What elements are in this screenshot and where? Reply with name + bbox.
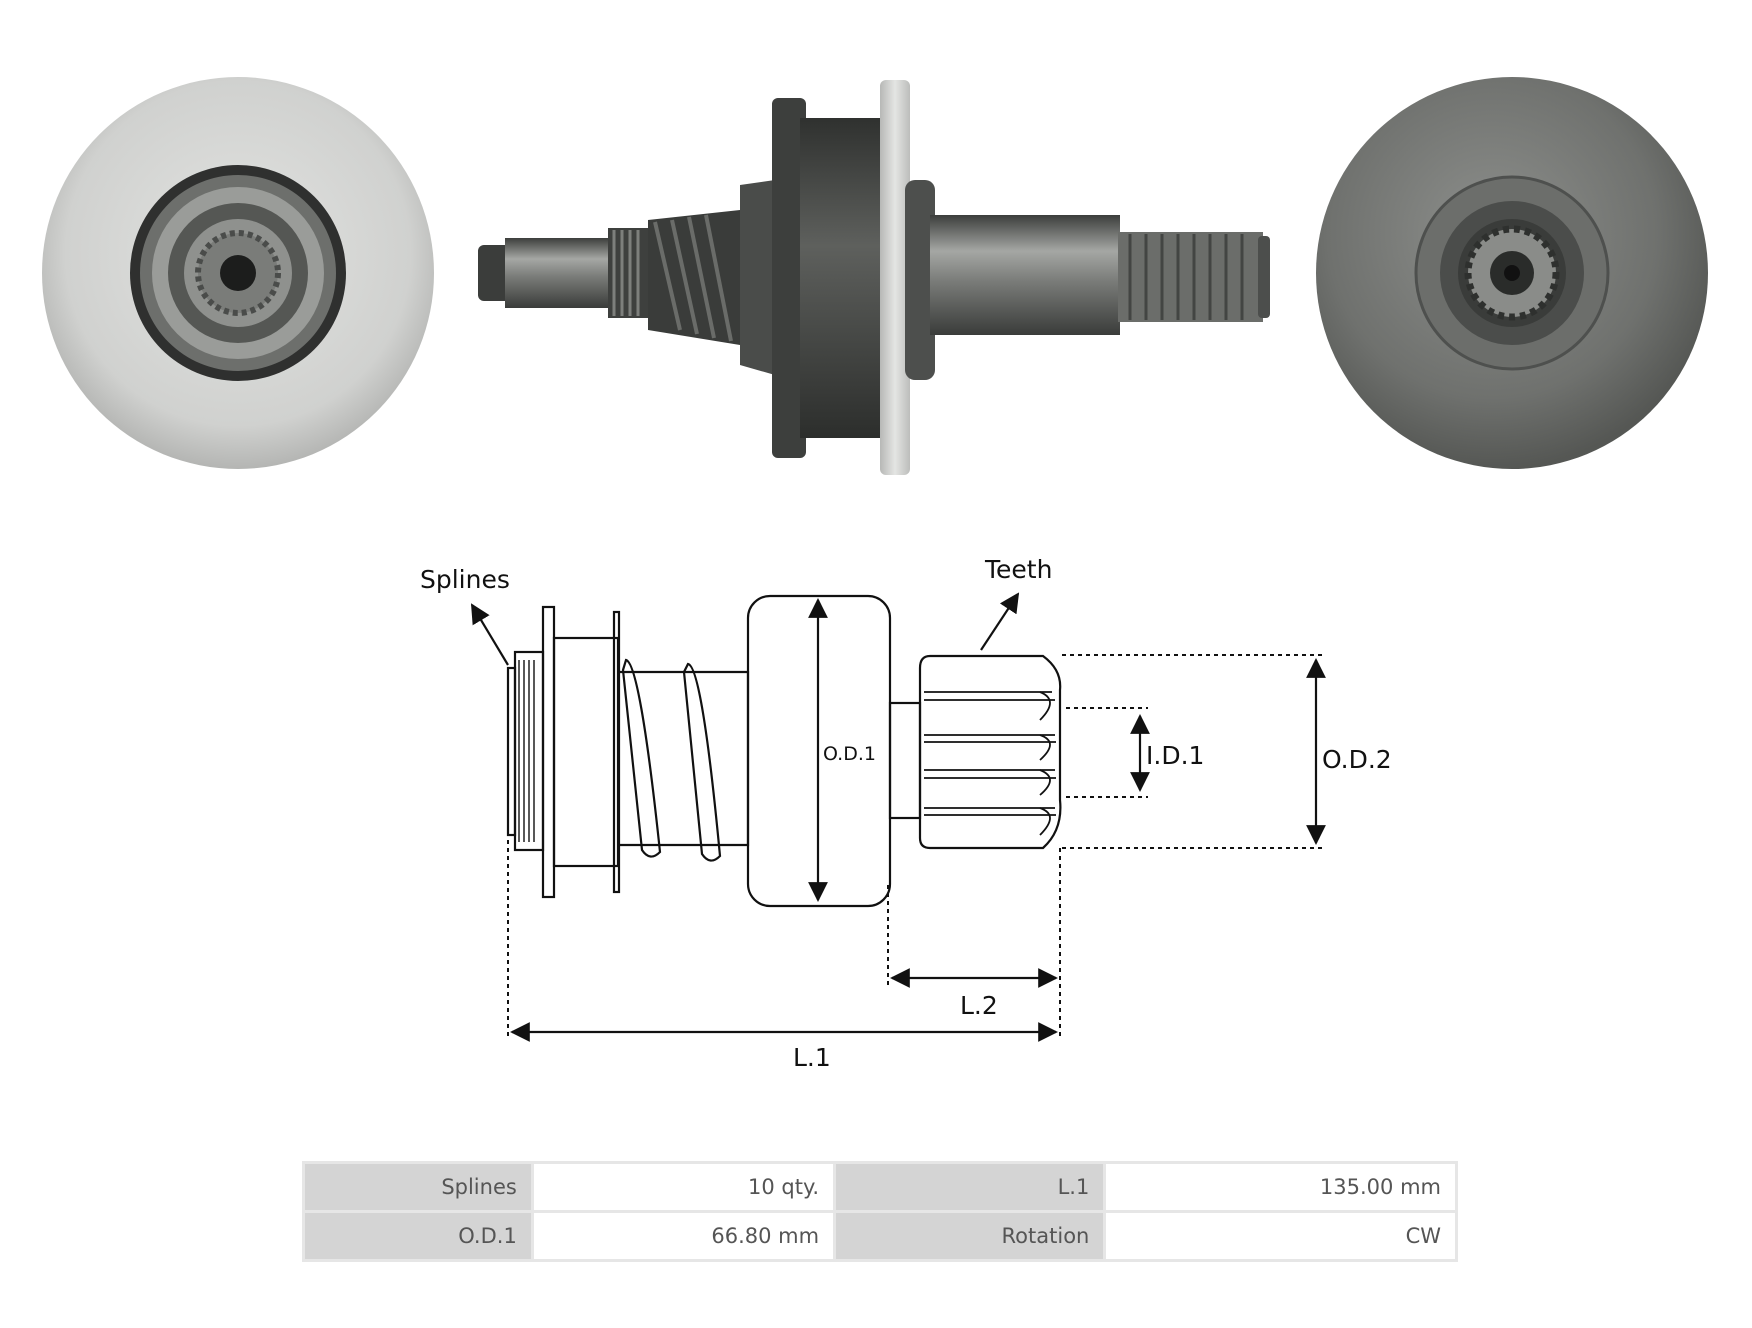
spec-value: 66.80 mm (533, 1213, 834, 1259)
side-view-photo (478, 80, 1270, 475)
spec-label: Rotation (836, 1213, 1104, 1259)
spec-label: L.1 (836, 1164, 1104, 1210)
spring-coil-2 (682, 662, 722, 862)
splines-label: Splines (420, 565, 510, 594)
flange-left-outline (541, 605, 556, 899)
table-row: Splines 10 qty. L.1 135.00 mm (305, 1164, 1455, 1210)
technical-drawing: Splines Teeth O.D.1 I.D.1 O.D.2 L.2 L.1 (420, 555, 1392, 1072)
spring-coil-1 (621, 658, 662, 858)
product-photos (42, 77, 1708, 475)
spec-value: CW (1106, 1213, 1455, 1259)
flange-right-outline (612, 610, 621, 894)
spec-label: Splines (305, 1164, 531, 1210)
neck-outline (888, 701, 922, 820)
pinion-outline (918, 654, 1062, 850)
end-view-front-photo (42, 77, 434, 469)
spec-value: 135.00 mm (1106, 1164, 1455, 1210)
l2-label: L.2 (960, 991, 998, 1020)
od1-label: O.D.1 (823, 743, 876, 765)
table-row: O.D.1 66.80 mm Rotation CW (305, 1213, 1455, 1259)
l1-label: L.1 (793, 1043, 831, 1072)
sleeve-outline (552, 636, 620, 868)
specifications-table: Splines 10 qty. L.1 135.00 mm O.D.1 66.8… (302, 1161, 1458, 1262)
spec-label: O.D.1 (305, 1213, 531, 1259)
splines-pointer-arrow (470, 603, 509, 666)
od2-label: O.D.2 (1322, 745, 1392, 774)
end-view-rear-photo (1316, 77, 1708, 469)
teeth-pointer-arrow (980, 592, 1020, 651)
teeth-label: Teeth (984, 555, 1052, 584)
spec-value: 10 qty. (533, 1164, 834, 1210)
id1-label: I.D.1 (1146, 741, 1204, 770)
